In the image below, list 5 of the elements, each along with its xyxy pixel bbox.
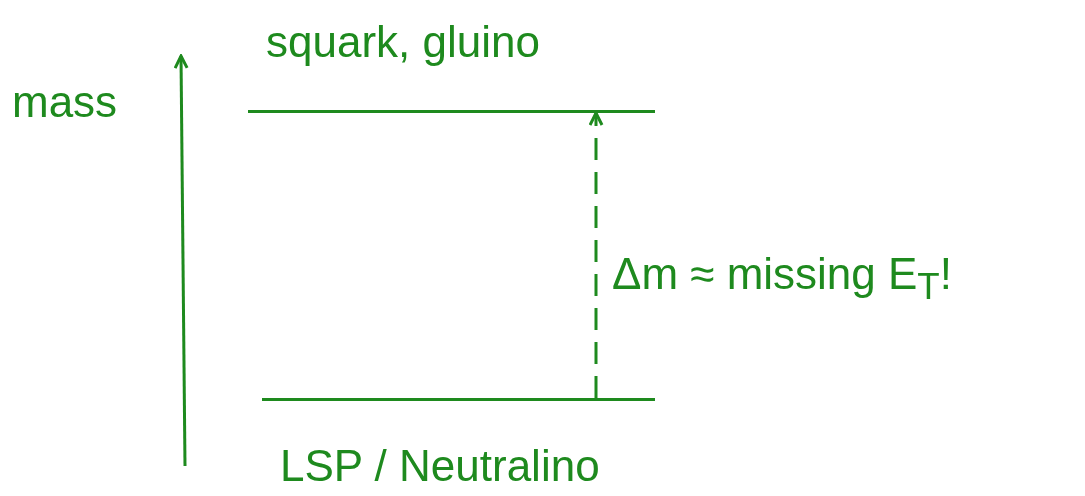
axis-label: mass bbox=[12, 80, 118, 124]
arrow bbox=[588, 111, 604, 398]
edge-label: Δm ≈ missing E$_{T}$! bbox=[612, 252, 952, 306]
level-label: LSP / Neutralino bbox=[280, 444, 600, 488]
level-label: squark, gluino bbox=[266, 20, 540, 64]
